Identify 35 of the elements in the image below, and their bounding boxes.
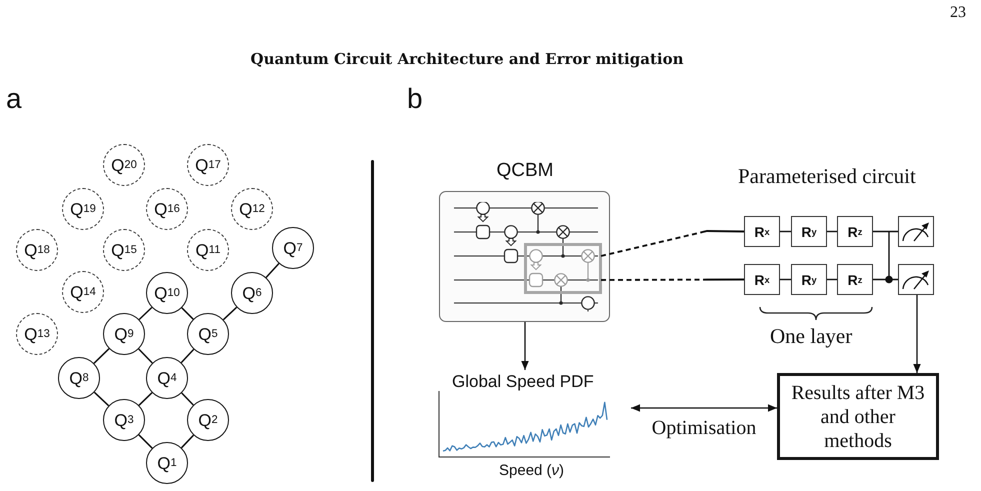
connector-line xyxy=(93,348,110,364)
dashed-line xyxy=(601,278,744,281)
arrow xyxy=(913,295,921,373)
double-arrow xyxy=(631,404,777,412)
result-box: Results after M3 and other methods xyxy=(777,373,939,460)
connector-line xyxy=(181,307,194,320)
circuit-wire xyxy=(873,230,898,232)
connector-line xyxy=(180,434,194,448)
circuit-wire xyxy=(780,230,791,232)
connector-line xyxy=(222,306,238,320)
chart-title: Global Speed PDF xyxy=(452,372,594,392)
circuit-wire xyxy=(873,278,898,280)
axis-label: Speed (ν) xyxy=(499,462,564,479)
connector-line xyxy=(138,348,153,364)
measurement-box xyxy=(898,264,934,295)
figure-title: Quantum Circuit Architecture and Error mitigation xyxy=(250,50,684,68)
dashed-line xyxy=(600,230,744,257)
measurement-box xyxy=(898,216,934,247)
connector-line xyxy=(181,392,194,406)
circuit-wire xyxy=(827,230,837,232)
circuit-wire xyxy=(780,278,791,280)
panel-label: a xyxy=(6,84,22,115)
arrow xyxy=(521,322,529,370)
connector-line xyxy=(138,434,153,449)
connector-line xyxy=(180,348,194,364)
connector-line xyxy=(94,392,110,406)
panel-label: b xyxy=(407,84,423,115)
connector-line xyxy=(266,263,280,278)
connector-line xyxy=(138,306,152,320)
connector-line xyxy=(138,392,153,406)
panel-title: QCBM xyxy=(496,160,554,182)
brace-label: One layer xyxy=(770,325,852,348)
section-heading: Parameterised circuit xyxy=(738,165,916,188)
circuit-wire xyxy=(827,278,837,280)
page-number: 23 xyxy=(950,4,966,22)
